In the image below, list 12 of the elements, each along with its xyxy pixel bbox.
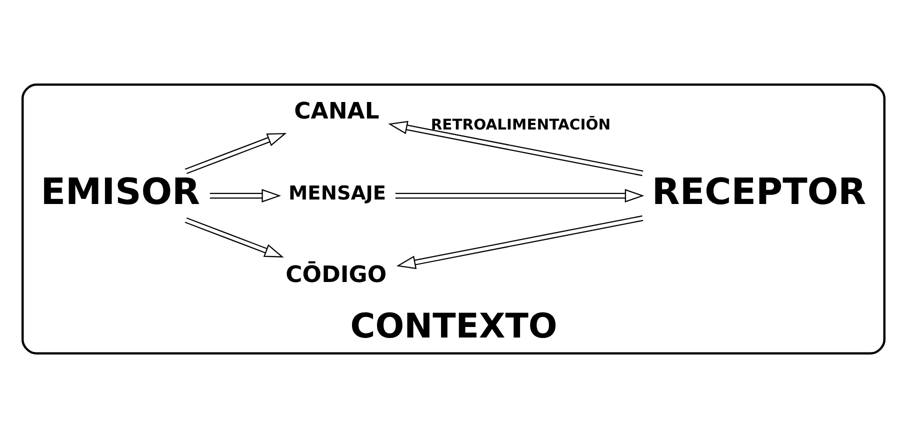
node-text: EMISOR bbox=[40, 169, 200, 212]
node-text: RECEPTOR bbox=[651, 169, 866, 212]
node-text: CANAL bbox=[294, 98, 379, 124]
arrow bbox=[184, 217, 284, 257]
node-text: MENSAJE bbox=[288, 180, 386, 204]
arrow bbox=[388, 120, 643, 176]
arrow bbox=[209, 188, 281, 202]
arrow bbox=[396, 214, 643, 269]
arrow bbox=[184, 132, 286, 174]
arrow bbox=[394, 188, 644, 202]
node-text: CŌDIGO bbox=[285, 261, 386, 288]
edge-label: RETROALIMENTACIŌN bbox=[430, 116, 610, 133]
